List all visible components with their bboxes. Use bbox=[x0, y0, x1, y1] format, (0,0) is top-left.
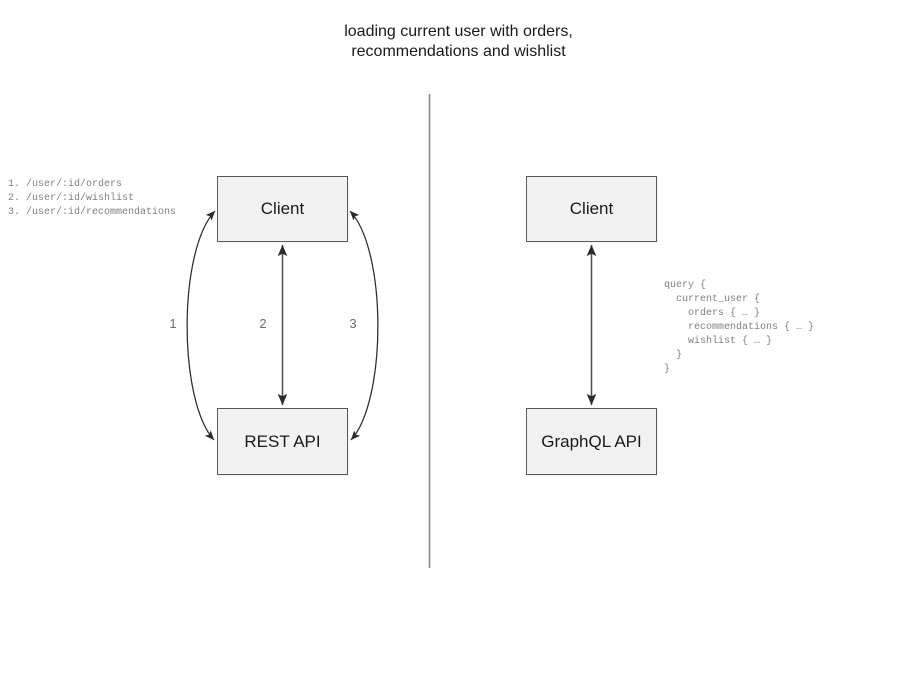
rest-endpoint-list: 1. /user/:id/orders 2. /user/:id/wishlis… bbox=[8, 179, 177, 218]
rest-edge-1 bbox=[186, 210, 216, 441]
node-graphql-client[interactable]: Client bbox=[526, 176, 657, 242]
node-graphql-client-label: Client bbox=[569, 199, 614, 218]
node-graphql-api[interactable]: GraphQL API bbox=[526, 408, 657, 475]
node-rest-api-label: REST API bbox=[244, 431, 321, 451]
node-rest-client[interactable]: Client bbox=[217, 176, 348, 242]
edge-label-1: 1 bbox=[169, 316, 177, 331]
graphql-query-snippet: query { current_user { orders { … } reco… bbox=[664, 280, 815, 375]
page-title: loading current user with orders, recomm… bbox=[344, 23, 573, 60]
edge-label-2: 2 bbox=[259, 316, 267, 331]
node-graphql-api-label: GraphQL API bbox=[541, 431, 642, 451]
edge-label-3: 3 bbox=[349, 316, 357, 331]
node-rest-client-label: Client bbox=[260, 199, 305, 218]
node-rest-api[interactable]: REST API bbox=[217, 408, 348, 475]
